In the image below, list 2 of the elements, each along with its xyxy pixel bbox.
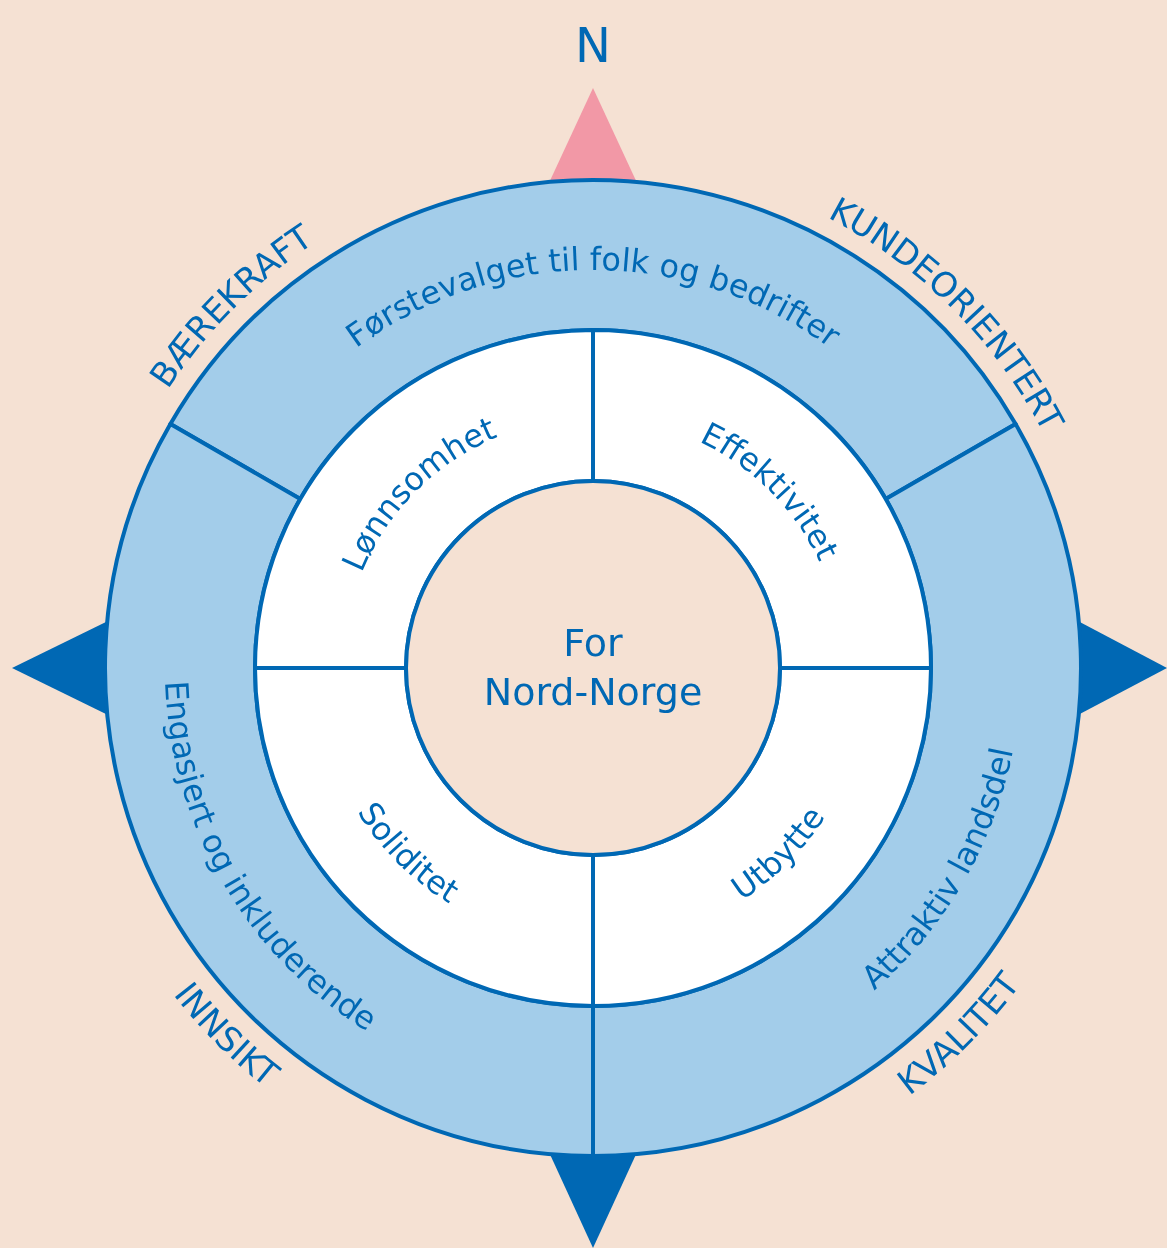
north-label: N: [575, 17, 611, 73]
center-title: For Nord-Norge: [482, 619, 704, 716]
